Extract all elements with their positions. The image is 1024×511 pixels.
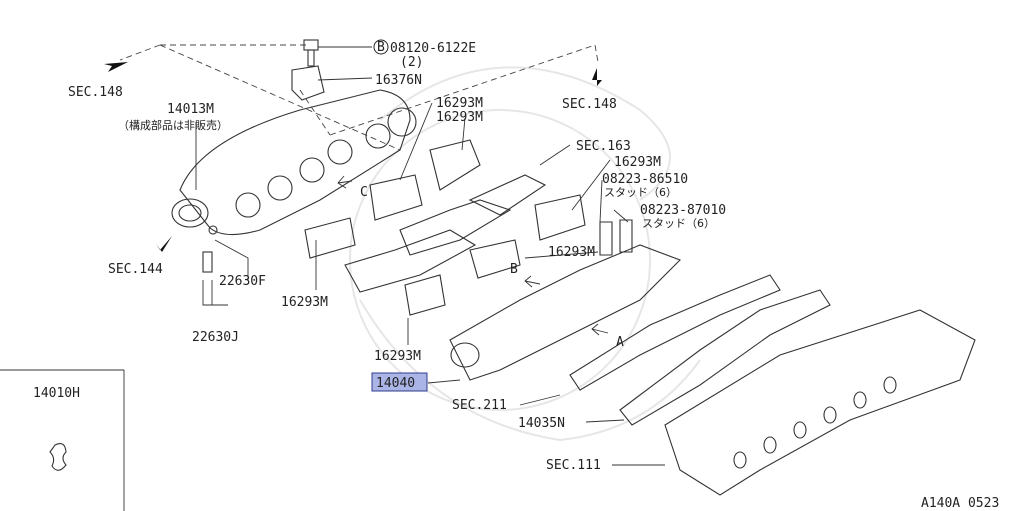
highlight-box-14040 <box>371 372 428 392</box>
arrow-a <box>591 323 609 336</box>
arrow-b <box>524 275 541 288</box>
clip-14010H <box>49 443 67 471</box>
label-sensor-f: 22630F <box>219 274 266 289</box>
watermark-emblem <box>349 66 701 442</box>
label-stud1-qty: スタッド（6） <box>604 186 677 199</box>
label-gasket-d: 16293M <box>281 295 328 310</box>
leader-lines <box>0 46 665 511</box>
gaskets <box>304 139 586 316</box>
label-stud1-ref: 08223-86510 <box>602 172 688 187</box>
heat-shields <box>344 174 547 293</box>
gasket-14035N <box>569 274 831 426</box>
label-bolt-ref: 08120-6122E <box>390 41 476 56</box>
manifold-14040 <box>449 219 681 381</box>
label-gasket-b: 16293M <box>614 155 661 170</box>
label-stud2-qty: スタッド（6） <box>642 217 715 230</box>
label-sensor-j: 22630J <box>192 330 239 345</box>
label-sec148-left: SEC.148 <box>68 85 123 100</box>
label-diagram-code: A140A 0523 <box>921 496 999 511</box>
label-sec144: SEC.144 <box>108 262 163 277</box>
cylinder-head <box>664 309 976 496</box>
reference-lines <box>119 44 599 151</box>
circle-marker <box>373 39 389 55</box>
label-gasket-c: 16293M <box>548 245 595 260</box>
bolt-circle-letter: B <box>377 40 385 55</box>
labels: B 08120-6122E (2) 16376N SEC.148 SEC.148… <box>33 39 999 511</box>
label-bolt-qty: (2) <box>400 55 423 70</box>
label-collector: 14013M <box>167 102 214 117</box>
sensor <box>202 225 218 273</box>
label-sec163: SEC.163 <box>576 139 631 154</box>
label-manifold: 14040 <box>376 376 415 391</box>
label-view-c: C <box>360 185 368 200</box>
label-sec211: SEC.211 <box>452 398 507 413</box>
bracket-16376N <box>291 65 325 101</box>
label-gasket-n: 14035N <box>518 416 565 431</box>
label-stud2-ref: 08223-87010 <box>640 203 726 218</box>
arrow-sec148-right <box>592 68 602 86</box>
label-collector-note: （構成部品は非販売） <box>118 118 228 132</box>
label-sec148-right: SEC.148 <box>562 97 617 112</box>
label-gasket-a2: 16293M <box>436 110 483 125</box>
label-sec111: SEC.111 <box>546 458 601 473</box>
arrow-sec148-left <box>104 62 128 72</box>
intake-collector <box>171 89 417 236</box>
bolt-assembly <box>291 39 325 101</box>
label-inset-part: 14010H <box>33 386 80 401</box>
label-gasket-e: 16293M <box>374 349 421 364</box>
label-gasket-a1: 16293M <box>436 96 483 111</box>
arrow-c <box>337 175 353 189</box>
arrow-sec144 <box>156 236 172 252</box>
label-view-a: A <box>616 335 624 350</box>
label-view-b: B <box>510 262 518 277</box>
label-bracket: 16376N <box>375 73 422 88</box>
